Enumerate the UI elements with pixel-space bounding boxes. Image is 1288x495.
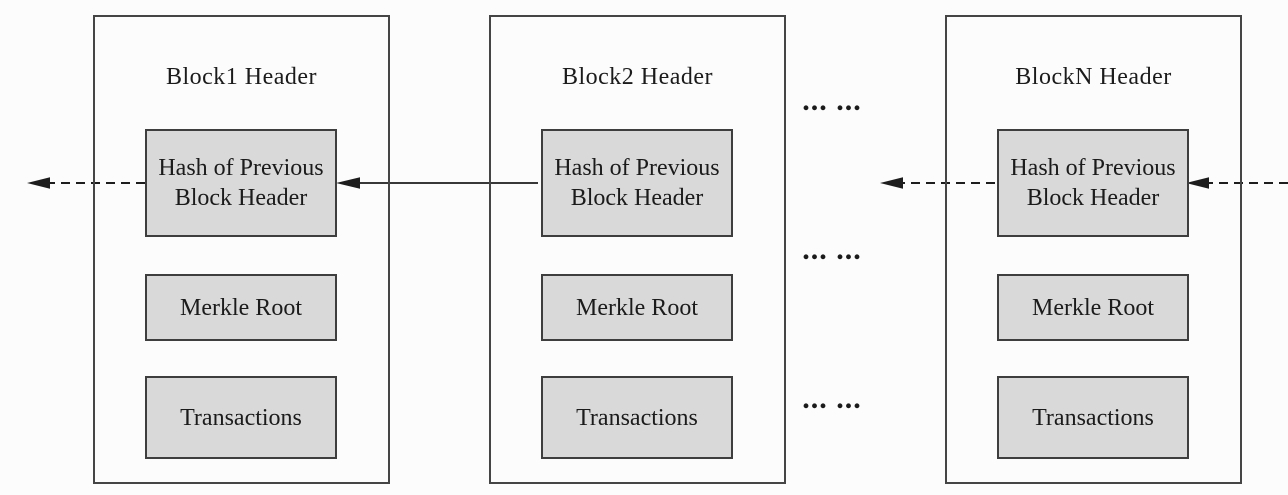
block-2: Block2 Header Hash of Previous Block Hea…	[489, 15, 786, 484]
block-2-prev-hash-box: Hash of Previous Block Header	[541, 129, 733, 237]
prev-hash-label: Hash of Previous Block Header	[554, 155, 720, 211]
prev-hash-label: Hash of Previous Block Header	[1010, 155, 1176, 211]
transactions-label: Transactions	[576, 404, 698, 431]
block-1-title: Block1 Header	[165, 64, 318, 90]
merkle-root-label: Merkle Root	[180, 294, 302, 321]
block-1: Block1 Header Hash of Previous Block Hea…	[93, 15, 390, 484]
transactions-label: Transactions	[180, 404, 302, 431]
prev-hash-label: Hash of Previous Block Header	[158, 155, 324, 211]
transactions-label: Transactions	[1032, 404, 1154, 431]
ellipsis-row-3: ... ...	[802, 382, 862, 415]
block-n-merkle-root-box: Merkle Root	[997, 274, 1189, 341]
block-n-title: BlockN Header	[1015, 64, 1172, 90]
ellipsis-row-1: ... ...	[802, 84, 862, 117]
block-n: BlockN Header Hash of Previous Block Hea…	[945, 15, 1242, 484]
ellipsis-row-2: ... ...	[802, 233, 862, 266]
block-n-transactions-box: Transactions	[997, 376, 1189, 459]
block-n-prev-hash-box: Hash of Previous Block Header	[997, 129, 1189, 237]
block-2-merkle-root-box: Merkle Root	[541, 274, 733, 341]
merkle-root-label: Merkle Root	[1032, 294, 1154, 321]
block-1-prev-hash-box: Hash of Previous Block Header	[145, 129, 337, 237]
merkle-root-label: Merkle Root	[576, 294, 698, 321]
block-1-merkle-root-box: Merkle Root	[145, 274, 337, 341]
block-2-title: Block2 Header	[561, 64, 714, 90]
block-1-transactions-box: Transactions	[145, 376, 337, 459]
block-2-transactions-box: Transactions	[541, 376, 733, 459]
